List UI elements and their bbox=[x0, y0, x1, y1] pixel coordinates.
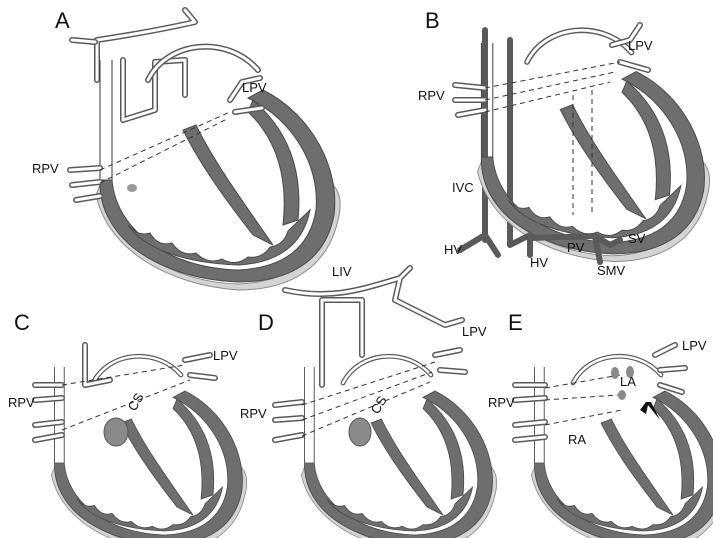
panel-d: D RPV LPV CS LIV bbox=[240, 264, 497, 538]
panel-a-letter: A bbox=[55, 8, 70, 33]
label-liv: LIV bbox=[332, 264, 352, 279]
label-hv-left: HV bbox=[444, 242, 462, 257]
lpv-ostium-1 bbox=[611, 367, 619, 379]
panel-a: A RPV LPV bbox=[32, 8, 340, 290]
label-ivc: IVC bbox=[452, 180, 474, 195]
panel-c-letter: C bbox=[14, 310, 30, 335]
heart-a bbox=[96, 47, 340, 290]
panel-e: E RPV LPV LA RA bbox=[488, 310, 713, 538]
label-pv: PV bbox=[567, 240, 585, 255]
label-sv: SV bbox=[628, 231, 646, 246]
label-rpv-b: RPV bbox=[418, 88, 445, 103]
label-ra: RA bbox=[568, 432, 586, 447]
cs-ostium-c bbox=[104, 418, 128, 446]
panel-d-letter: D bbox=[258, 310, 274, 335]
label-smv: SMV bbox=[597, 263, 626, 278]
cs-ostium-d bbox=[349, 418, 371, 446]
rpv-ostium bbox=[618, 390, 626, 400]
panel-b: B RPV LPV IVC HV HV PV SV SMV bbox=[418, 8, 709, 278]
label-rpv-a: RPV bbox=[32, 161, 59, 176]
label-lpv-a: LPV bbox=[242, 80, 267, 95]
label-lpv-b: LPV bbox=[628, 38, 653, 53]
label-cs-c: CS bbox=[125, 390, 147, 413]
panel-b-letter: B bbox=[425, 8, 440, 33]
ostium-a bbox=[127, 184, 137, 192]
label-hv-right: HV bbox=[530, 255, 548, 270]
label-rpv-d: RPV bbox=[240, 406, 267, 421]
label-lpv-d: LPV bbox=[462, 324, 487, 339]
label-cs-d: CS bbox=[368, 393, 390, 416]
label-rpv-e: RPV bbox=[488, 395, 515, 410]
label-lpv-e: LPV bbox=[682, 338, 707, 353]
heart-c bbox=[51, 356, 246, 538]
panel-e-letter: E bbox=[508, 310, 523, 335]
panel-c: C RPV LPV CS bbox=[8, 310, 247, 538]
label-la: LA bbox=[620, 374, 636, 389]
heart-d bbox=[301, 356, 496, 538]
label-rpv-c: RPV bbox=[8, 395, 35, 410]
label-lpv-c: LPV bbox=[213, 348, 238, 363]
